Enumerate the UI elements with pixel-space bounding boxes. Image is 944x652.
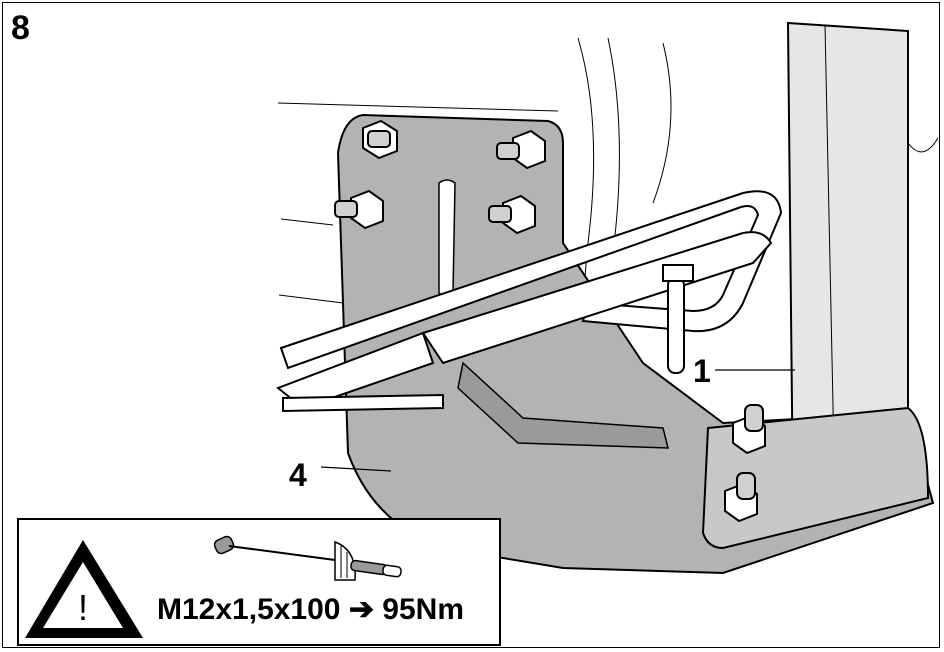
assembly-drawing [276,21,939,575]
torque-spec: M12x1,5x100 ➔ 95Nm [157,593,465,626]
bolt-top-left [362,119,398,160]
bracket-channel [457,361,669,449]
torque-wrench-icon [213,535,402,581]
warning-exclamation: ! [78,587,88,628]
bolt-base-lower [724,472,758,523]
bolt-top-right [496,129,546,170]
plate-slot [438,179,456,297]
bolt-base-upper [732,404,766,455]
locking-pin [662,264,694,374]
step-number: 8 [11,9,30,47]
torque-warning-box: ! M12x1,5x100 ➔ 95Nm [17,518,501,646]
warning-triangle-icon: ! [25,540,143,638]
bolt-mid-left [334,189,384,230]
plate-bolts [334,119,766,523]
callout-4: 4 [289,457,307,493]
bolt-mid-right [488,194,536,235]
leader-lines [320,369,795,472]
callout-1: 1 [693,353,711,389]
